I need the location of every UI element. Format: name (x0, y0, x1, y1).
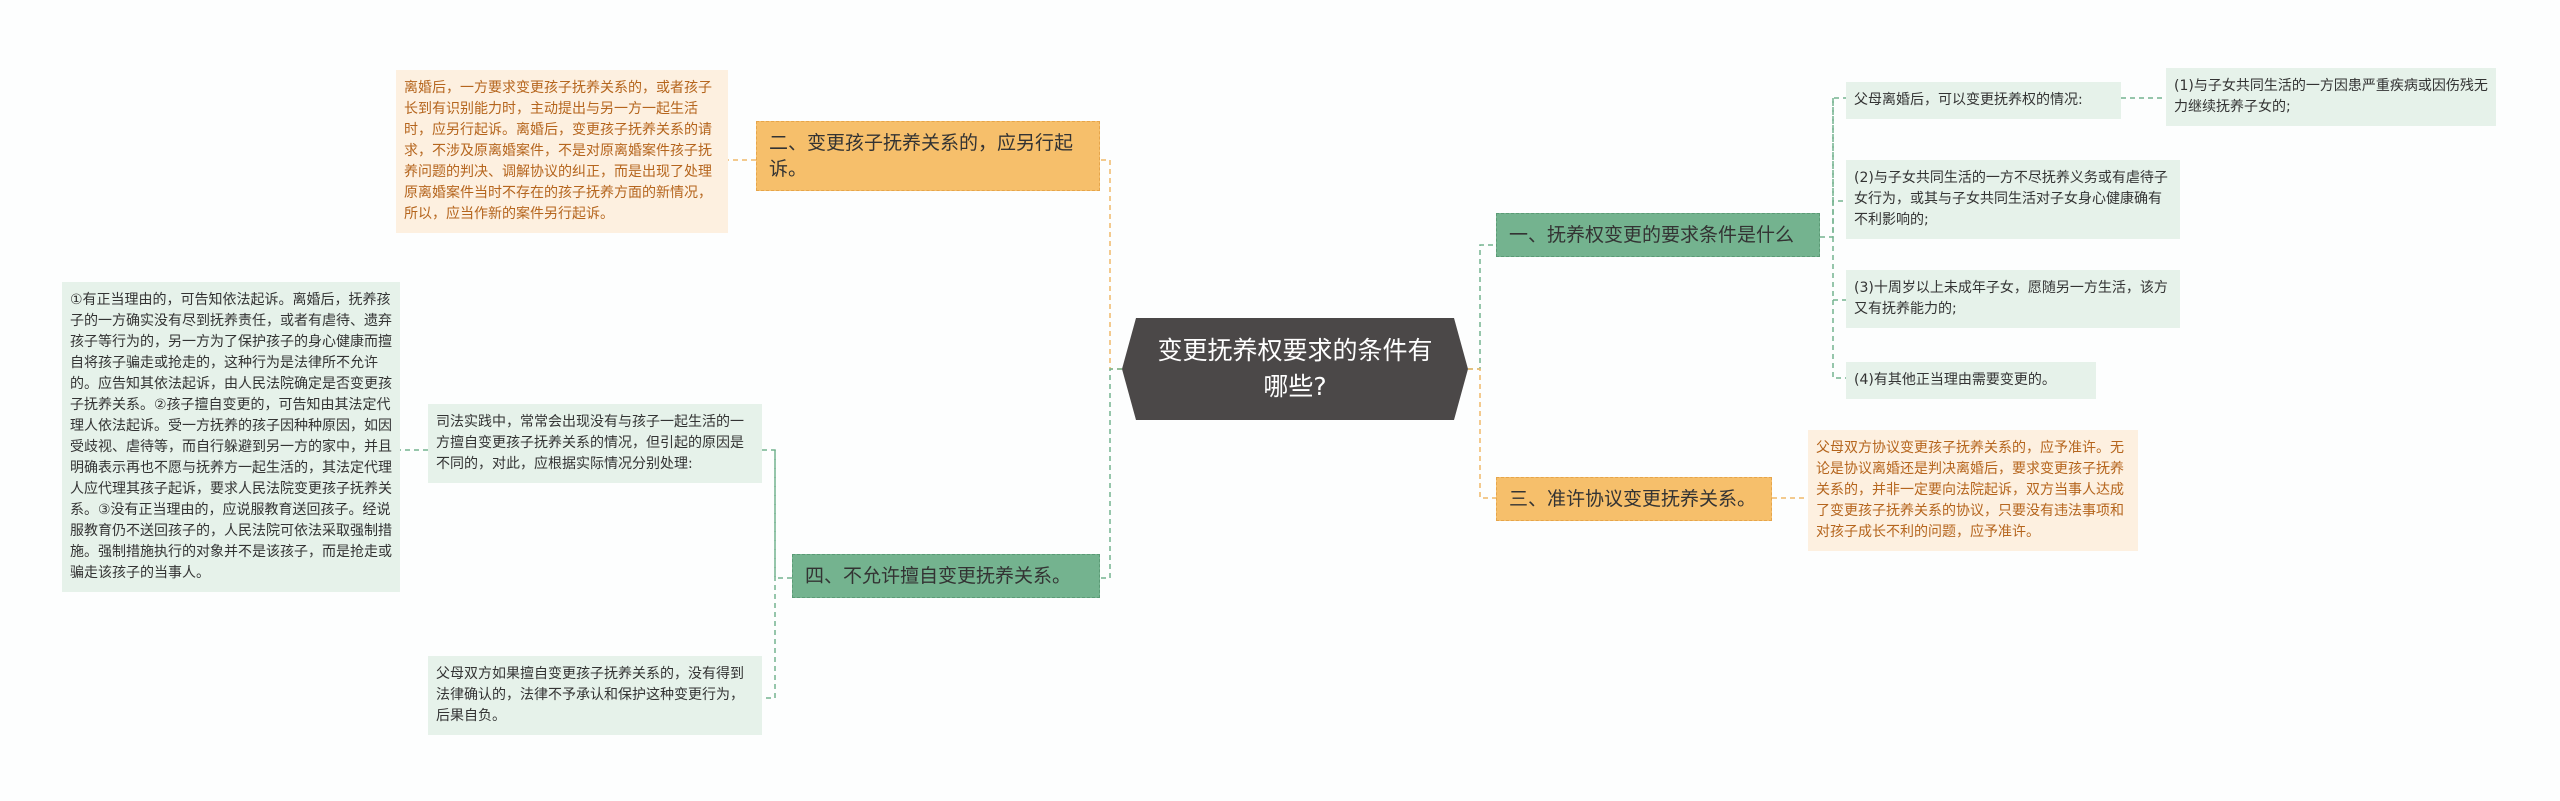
leaf-text: 司法实践中，常常会出现没有与孩子一起生活的一方擅自变更孩子抚养关系的情况，但引起… (436, 414, 744, 472)
branch-4-leaf-1[interactable]: 司法实践中，常常会出现没有与孩子一起生活的一方擅自变更孩子抚养关系的情况，但引起… (428, 404, 762, 483)
branch-2-leaf-1[interactable]: 离婚后，一方要求变更孩子抚养关系的，或者孩子长到有识别能力时，主动提出与另一方一… (396, 70, 728, 233)
link-root-b1 (1468, 244, 1496, 370)
branch-1-leaf-1-sub[interactable]: (1)与子女共同生活的一方因患严重疾病或因伤残无力继续抚养子女的; (2166, 68, 2496, 126)
branch-3-title: 三、准许协议变更抚养关系。 (1509, 488, 1757, 510)
leaf-text: (3)十周岁以上未成年子女，愿随另一方生活，该方又有抚养能力的; (1854, 280, 2168, 317)
branch-2-title: 二、变更孩子抚养关系的，应另行起诉。 (769, 132, 1074, 180)
branch-3-leaf-1[interactable]: 父母双方协议变更孩子抚养关系的，应予准许。无论是协议离婚还是判决离婚后，要求变更… (1808, 430, 2138, 551)
branch-1-leaf-3[interactable]: (3)十周岁以上未成年子女，愿随另一方生活，该方又有抚养能力的; (1846, 270, 2180, 328)
leaf-text: (4)有其他正当理由需要变更的。 (1854, 372, 2056, 388)
branch-1[interactable]: 一、抚养权变更的要求条件是什么 (1496, 213, 1820, 257)
branch-3[interactable]: 三、准许协议变更抚养关系。 (1496, 477, 1772, 521)
leaf-text: 父母双方协议变更孩子抚养关系的，应予准许。无论是协议离婚还是判决离婚后，要求变更… (1816, 440, 2124, 540)
branch-2[interactable]: 二、变更孩子抚养关系的，应另行起诉。 (756, 121, 1100, 191)
branch-1-leaf-2[interactable]: (2)与子女共同生活的一方不尽抚养义务或有虐待子女行为，或其与子女共同生活对子女… (1846, 160, 2180, 239)
leaf-text: 离婚后，一方要求变更孩子抚养关系的，或者孩子长到有识别能力时，主动提出与另一方一… (404, 80, 712, 222)
link-root-b4 (1100, 368, 1122, 579)
link-root-b2 (1100, 159, 1122, 370)
root-title: 变更抚养权要求的条件有哪些? (1157, 336, 1433, 401)
branch-4-title: 四、不允许擅自变更抚养关系。 (805, 565, 1072, 587)
leaf-text: 父母离婚后，可以变更抚养权的情况: (1854, 92, 2083, 108)
leaf-text: (2)与子女共同生活的一方不尽抚养义务或有虐待子女行为，或其与子女共同生活对子女… (1854, 170, 2168, 228)
leaf-text: ①有正当理由的，可告知依法起诉。离婚后，抚养孩子的一方确实没有尽到抚养责任，或者… (70, 292, 392, 581)
branch-4-leaf-1-sub[interactable]: ①有正当理由的，可告知依法起诉。离婚后，抚养孩子的一方确实没有尽到抚养责任，或者… (62, 282, 400, 592)
branch-4[interactable]: 四、不允许擅自变更抚养关系。 (792, 554, 1100, 598)
branch-1-leaf-4[interactable]: (4)有其他正当理由需要变更的。 (1846, 362, 2096, 399)
root-node[interactable]: 变更抚养权要求的条件有哪些? (1122, 318, 1468, 420)
leaf-text: (1)与子女共同生活的一方因患严重疾病或因伤残无力继续抚养子女的; (2174, 78, 2488, 115)
link-root-b3 (1468, 368, 1496, 499)
branch-1-leaf-1[interactable]: 父母离婚后，可以变更抚养权的情况: (1846, 82, 2121, 119)
branch-4-leaf-2[interactable]: 父母双方如果擅自变更孩子抚养关系的，没有得到法律确认的，法律不予承认和保护这种变… (428, 656, 762, 735)
leaf-text: 父母双方如果擅自变更孩子抚养关系的，没有得到法律确认的，法律不予承认和保护这种变… (436, 666, 744, 724)
branch-1-title: 一、抚养权变更的要求条件是什么 (1509, 224, 1795, 246)
